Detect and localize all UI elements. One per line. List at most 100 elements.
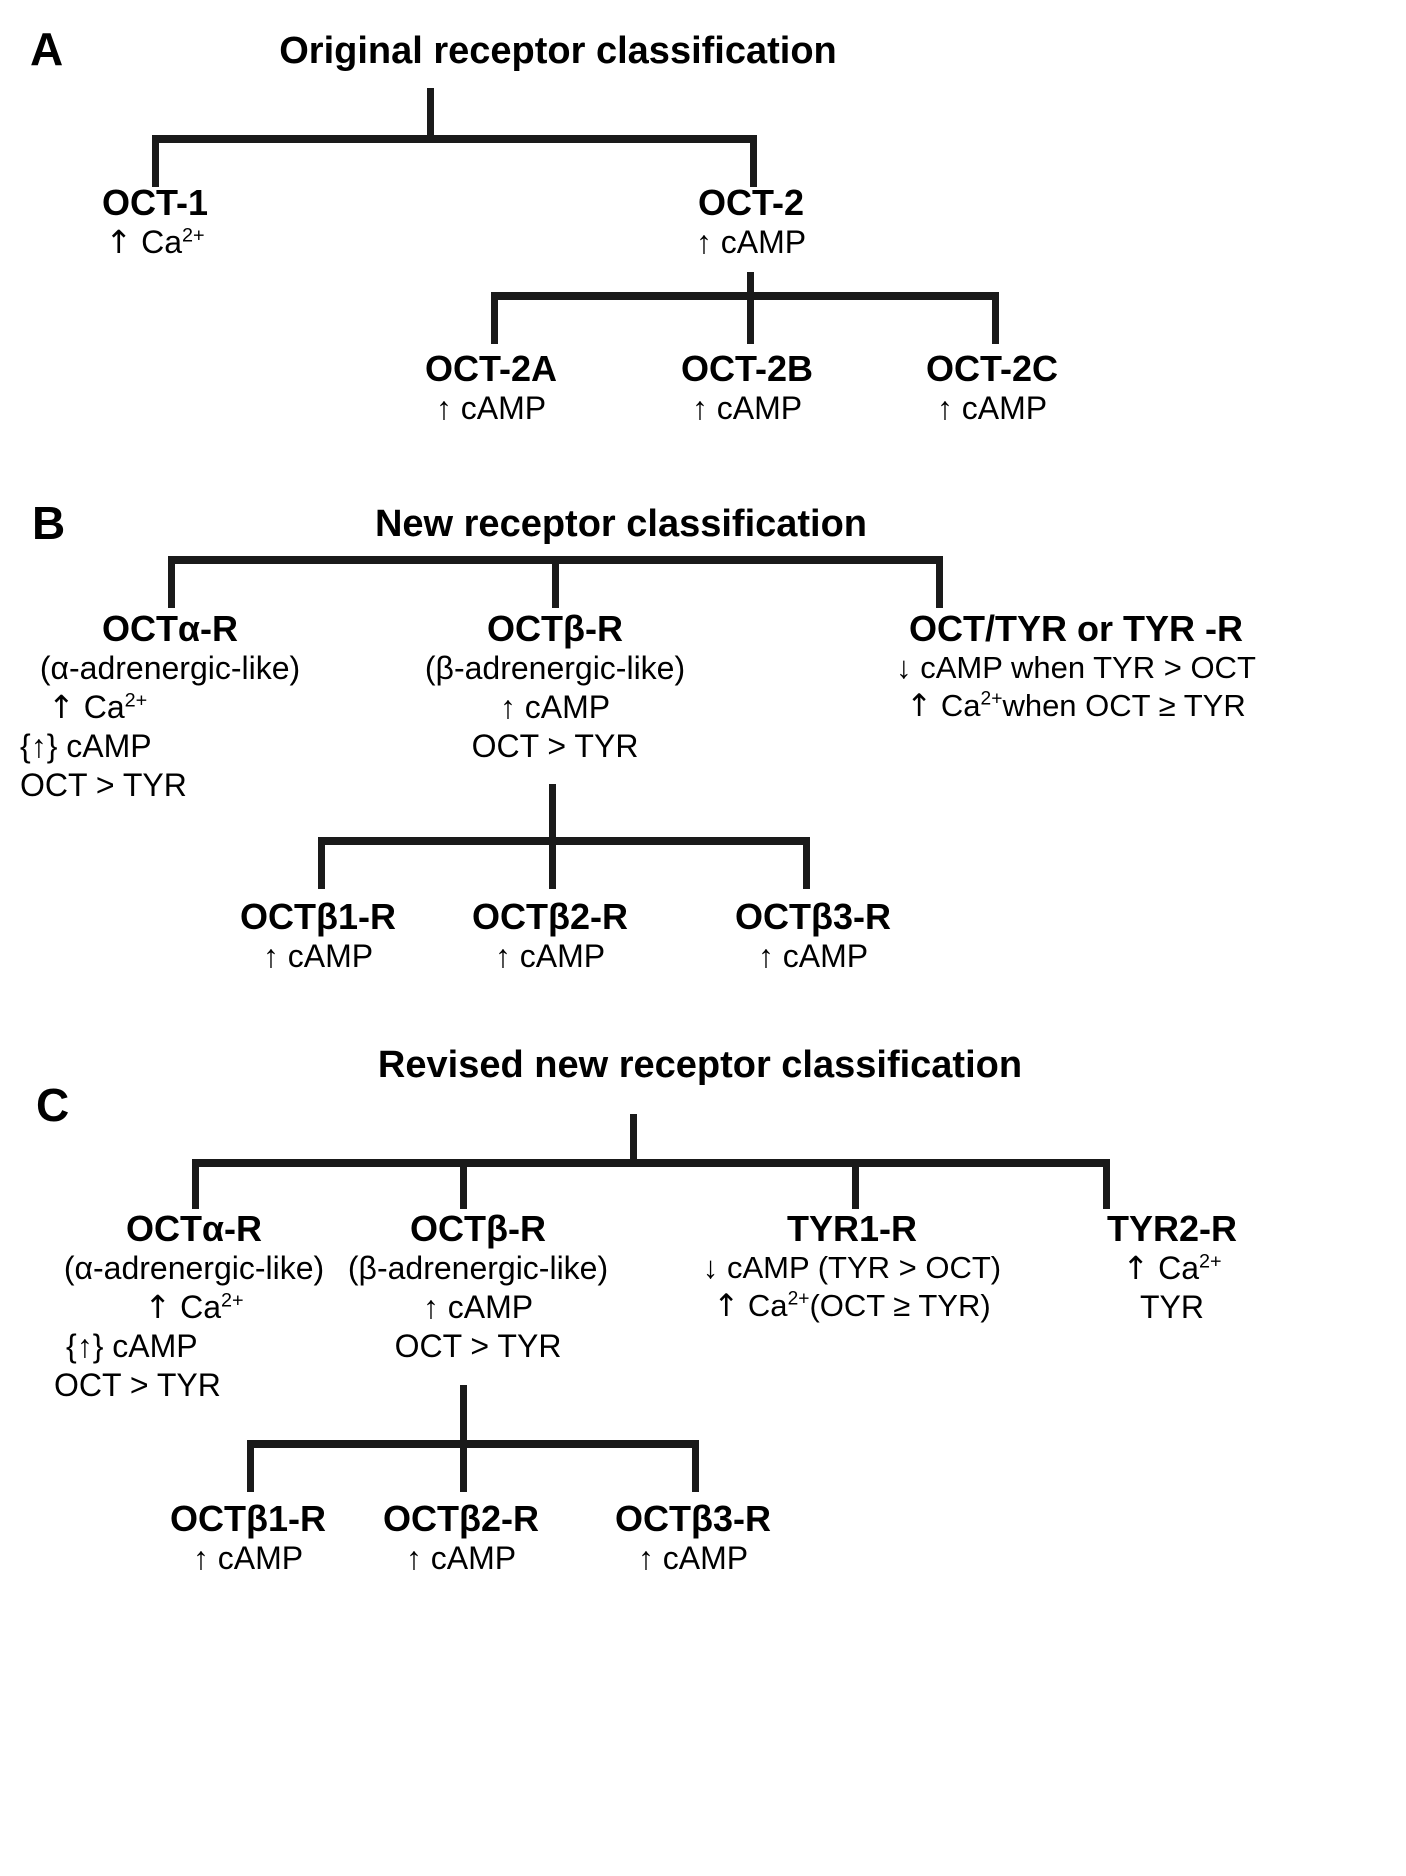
node-oct-1: OCT-1 ↑ Ca2+ — [40, 182, 270, 262]
node-c-tyr2: TYR2-R ↑ Ca2+ TYR — [1022, 1208, 1322, 1327]
node-b-octalpha-line4: OCT > TYR — [20, 766, 187, 803]
node-c-octbeta2-label: OCTβ2-R — [383, 1498, 539, 1539]
node-c-octalpha-line2: ↑ Ca2+ — [144, 1287, 244, 1326]
node-c-tyr2-line2: TYR — [1140, 1288, 1204, 1325]
panel-c-title: Revised new receptor classification — [377, 1044, 1023, 1086]
panel-b-title: New receptor classification — [374, 503, 868, 545]
node-b-octbeta3: OCTβ3-R ↑ cAMP — [703, 896, 923, 976]
panel-c-drop-tyr1 — [852, 1159, 859, 1209]
panel-b-drop-alpha — [168, 556, 175, 608]
node-b-octalpha-line3: {↑} cAMP — [20, 727, 152, 764]
node-c-octbeta1: OCTβ1-R ↑ cAMP — [138, 1499, 358, 1578]
panel-b-letter: B — [32, 497, 66, 549]
node-b-octalpha: OCTα-R (α-adrenergic-like) ↑ Ca2+ {↑} cA… — [20, 608, 320, 805]
node-c-octbeta1-line1: ↑ cAMP — [192, 1539, 304, 1576]
node-b-octbeta-line1: (β-adrenergic-like) — [424, 649, 686, 686]
node-oct-2b: OCT-2B ↑ cAMP — [637, 348, 857, 428]
up-arrow-icon: ↑ — [105, 222, 133, 261]
node-oct-2c: OCT-2C ↑ cAMP — [882, 348, 1102, 428]
node-oct-2a: OCT-2A ↑ cAMP — [381, 348, 601, 428]
panel-a-title: Original receptor classification — [279, 30, 837, 72]
node-b-octalpha-line2: ↑ Ca2+ — [48, 687, 148, 726]
node-c-octbeta-line3: OCT > TYR — [394, 1327, 562, 1364]
node-b-octbeta-line3: OCT > TYR — [471, 727, 639, 764]
panel-a-drop-oct1 — [152, 135, 159, 187]
panel-c-drop-tyr2 — [1103, 1159, 1110, 1209]
node-b-octbeta3-line1: ↑ cAMP — [757, 937, 869, 974]
node-c-tyr1-line2: ↑ Ca2+(OCT ≥ TYR) — [713, 1287, 991, 1324]
node-b-tyr-line1: ↓ cAMP when TYR > OCT — [896, 649, 1256, 685]
node-c-octbeta2: OCTβ2-R ↑ cAMP — [351, 1498, 571, 1578]
panel-c-drop-beta3 — [692, 1440, 699, 1492]
panel-a-oct2-branch-bar — [491, 292, 999, 300]
node-b-octalpha-label: OCTα-R — [101, 608, 239, 649]
panel-b-drop-beta — [552, 556, 559, 608]
node-c-octbeta2-line1: ↑ cAMP — [405, 1539, 517, 1576]
node-b-octbeta1: OCTβ1-R ↑ cAMP — [208, 896, 428, 976]
node-c-octalpha-label: OCTα-R — [125, 1208, 263, 1249]
node-oct-2b-line1: ↑ cAMP — [691, 389, 803, 426]
node-c-octalpha-line3: {↑} cAMP — [66, 1327, 198, 1364]
panel-c-branch-bar — [192, 1159, 1110, 1167]
node-c-octalpha-line4: OCT > TYR — [54, 1366, 221, 1403]
panel-b-drop-beta3 — [803, 837, 810, 889]
up-arrow-icon: ↑ — [906, 687, 933, 724]
panel-b-beta-branch-bar — [318, 837, 810, 845]
node-c-octbeta3: OCTβ3-R ↑ cAMP — [583, 1498, 803, 1578]
node-c-tyr2-label: TYR2-R — [1106, 1208, 1237, 1249]
node-c-octbeta3-label: OCTβ3-R — [615, 1498, 771, 1539]
node-oct-1-label: OCT-1 — [101, 182, 208, 223]
node-b-octbeta2: OCTβ2-R ↑ cAMP — [440, 896, 660, 976]
node-c-octbeta-line1: (β-adrenergic-like) — [347, 1249, 609, 1286]
panel-c-drop-beta1 — [247, 1440, 254, 1492]
node-b-tyr: OCT/TYR or TYR -R ↓ cAMP when TYR > OCT … — [746, 608, 1406, 726]
panel-a-branch-bar — [152, 135, 757, 143]
node-c-tyr1-line1: ↓ cAMP (TYR > OCT) — [702, 1249, 1002, 1285]
node-c-octbeta3-line1: ↑ cAMP — [637, 1539, 749, 1576]
panel-c-letter: C — [36, 1079, 70, 1131]
panel-c-beta-stem — [460, 1385, 467, 1447]
panel-a-drop-oct2 — [750, 135, 757, 187]
node-b-octalpha-line1: (α-adrenergic-like) — [39, 649, 301, 686]
node-oct-2c-line1: ↑ cAMP — [936, 389, 1048, 426]
node-c-octbeta-label: OCTβ-R — [410, 1208, 546, 1249]
panel-b-drop-tyr — [936, 556, 943, 608]
panel-a-drop-oct2a — [491, 292, 498, 344]
panel-a-drop-oct2b — [747, 292, 754, 344]
panel-a-oct2-stem — [747, 272, 754, 300]
node-oct-2: OCT-2 ↑ cAMP — [636, 183, 866, 262]
node-b-tyr-line2: ↑ Ca2+when OCT ≥ TYR — [906, 687, 1246, 724]
node-b-octbeta1-line1: ↑ cAMP — [262, 937, 374, 974]
panel-a-drop-oct2c — [992, 292, 999, 344]
panel-b-beta-stem — [549, 784, 556, 844]
node-b-octbeta-line2: ↑ cAMP — [499, 688, 611, 725]
panel-c-drop-alpha — [192, 1159, 199, 1209]
node-c-tyr1-label: TYR1-R — [786, 1208, 917, 1249]
up-arrow-icon: ↑ — [48, 687, 75, 726]
panel-a-letter: A — [30, 23, 64, 75]
panel-c-drop-beta2 — [460, 1440, 467, 1492]
node-b-octbeta3-label: OCTβ3-R — [735, 896, 891, 937]
node-b-octbeta-label: OCTβ-R — [487, 608, 623, 649]
up-arrow-icon: ↑ — [144, 1287, 172, 1326]
node-c-octalpha-line1: (α-adrenergic-like) — [63, 1249, 325, 1286]
node-b-octbeta2-label: OCTβ2-R — [472, 896, 628, 937]
node-oct-2-line1: ↑ cAMP — [695, 223, 807, 260]
node-oct-2c-label: OCT-2C — [925, 348, 1058, 389]
node-oct-1-line1: ↑ Ca2+ — [105, 222, 205, 261]
up-arrow-icon: ↑ — [1122, 1248, 1150, 1287]
node-b-octbeta1-label: OCTβ1-R — [240, 896, 396, 937]
panel-b-drop-beta2 — [549, 837, 556, 889]
node-c-octbeta: OCTβ-R (β-adrenergic-like) ↑ cAMP OCT > … — [318, 1208, 638, 1366]
node-oct-2a-line1: ↑ cAMP — [435, 389, 547, 426]
node-b-octbeta: OCTβ-R (β-adrenergic-like) ↑ cAMP OCT > … — [400, 608, 710, 766]
node-b-tyr-label: OCT/TYR or TYR -R — [909, 608, 1243, 649]
up-arrow-icon: ↑ — [713, 1287, 740, 1324]
panel-c-drop-beta — [460, 1159, 467, 1209]
node-c-octbeta-line2: ↑ cAMP — [422, 1288, 534, 1325]
panel-a-root-stem — [427, 88, 434, 140]
node-c-octalpha: OCTα-R (α-adrenergic-like) ↑ Ca2+ {↑} cA… — [44, 1208, 344, 1405]
node-oct-2b-label: OCT-2B — [680, 348, 813, 389]
panel-c-root-stem — [630, 1114, 637, 1162]
node-oct-2a-label: OCT-2A — [424, 348, 557, 389]
